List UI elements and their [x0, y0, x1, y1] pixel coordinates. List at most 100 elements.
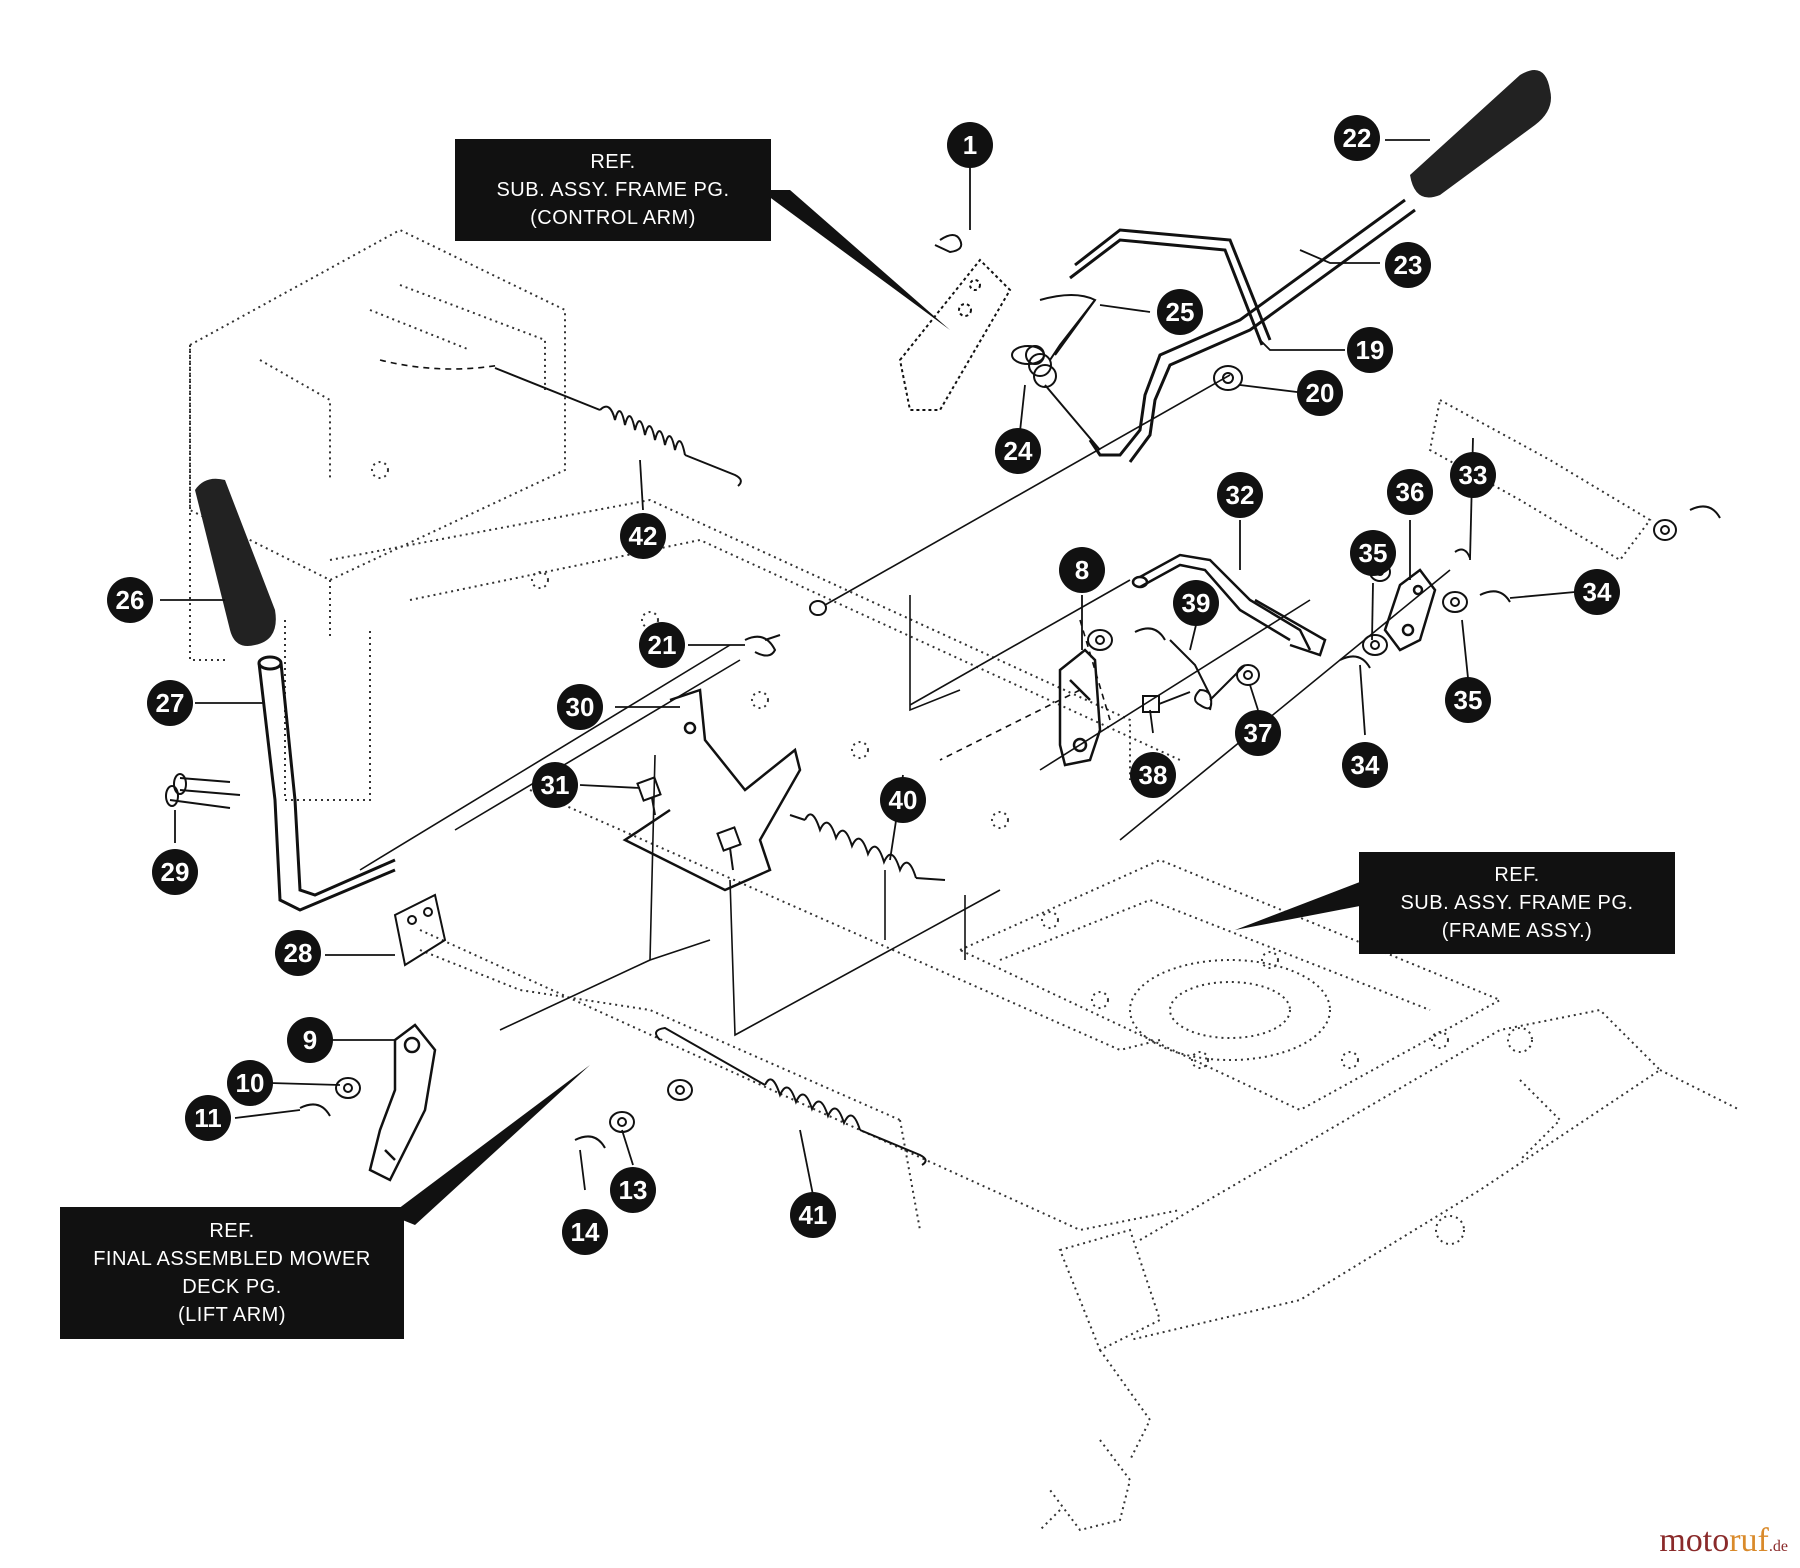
svg-text:10: 10 — [236, 1068, 265, 1098]
svg-text:24: 24 — [1004, 436, 1033, 466]
part-26-grip — [195, 478, 276, 646]
callout-22: 22 — [1334, 115, 1380, 161]
part-23-control-lever — [1069, 198, 1416, 463]
part-28-plate — [393, 893, 447, 967]
svg-text:21: 21 — [648, 630, 677, 660]
leader-lines — [160, 139, 1576, 1196]
ref-box-frame-assy: REF. SUB. ASSY. FRAME PG. (FRAME ASSY.) — [1359, 852, 1675, 954]
callout-10: 10 — [227, 1060, 273, 1106]
callout-37: 37 — [1235, 710, 1281, 756]
callout-39: 39 — [1173, 580, 1219, 626]
part-21-clip — [764, 634, 781, 641]
svg-text:34: 34 — [1583, 577, 1612, 607]
svg-text:22: 22 — [1343, 123, 1372, 153]
watermark-logo: motoruf.de — [1659, 1522, 1788, 1560]
svg-text:41: 41 — [799, 1200, 828, 1230]
part-24-coil — [1011, 345, 1101, 451]
part-clips — [299, 505, 1721, 1149]
svg-text:35: 35 — [1454, 685, 1483, 715]
alignment-lines — [359, 374, 1451, 1037]
svg-text:36: 36 — [1396, 477, 1425, 507]
callout-14: 14 — [562, 1209, 608, 1255]
callout-25: 25 — [1157, 289, 1203, 335]
svg-text:25: 25 — [1166, 297, 1195, 327]
svg-text:19: 19 — [1356, 335, 1385, 365]
part-40-spring — [789, 813, 946, 881]
callout-35-top: 35 — [1350, 530, 1396, 576]
callout-24: 24 — [995, 428, 1041, 474]
watermark-part: moto — [1659, 1522, 1730, 1559]
callout-38: 38 — [1130, 752, 1176, 798]
ref-line: SUB. ASSY. FRAME PG. — [496, 179, 730, 201]
part-42-spring — [494, 367, 742, 487]
callout-13: 13 — [610, 1167, 656, 1213]
callout-32: 32 — [1217, 472, 1263, 518]
ref-line: (LIFT ARM) — [178, 1304, 286, 1326]
part-38-bolt — [1142, 691, 1191, 713]
assembly-lines — [379, 359, 1111, 761]
ref-box-control-arm: REF. SUB. ASSY. FRAME PG. (CONTROL ARM) — [455, 139, 771, 241]
callout-42: 42 — [620, 513, 666, 559]
ref-pointers — [390, 190, 1365, 1225]
part-washers — [335, 519, 1677, 1133]
svg-text:28: 28 — [284, 938, 313, 968]
part-22-grip — [1410, 70, 1551, 198]
callout-34-bottom: 34 — [1342, 742, 1388, 788]
part-27-lever — [257, 655, 396, 912]
part-25-spring — [1039, 294, 1097, 361]
svg-text:30: 30 — [566, 692, 595, 722]
ref-box-lift-arm: REF. FINAL ASSEMBLED MOWER DECK PG. (LIF… — [60, 1207, 404, 1339]
callout-11: 11 — [185, 1095, 231, 1141]
callout-26: 26 — [107, 577, 153, 623]
svg-text:42: 42 — [629, 521, 658, 551]
part-29-bolts — [165, 773, 241, 809]
part-20-washer — [1213, 365, 1243, 391]
part-31-screws — [636, 776, 742, 871]
part-control-arm-bracket — [898, 258, 1012, 411]
callout-20: 20 — [1297, 370, 1343, 416]
callout-40: 40 — [880, 777, 926, 823]
svg-text:37: 37 — [1244, 718, 1273, 748]
svg-text:27: 27 — [156, 688, 185, 718]
svg-text:1: 1 — [963, 130, 977, 160]
svg-text:8: 8 — [1075, 555, 1089, 585]
svg-text:29: 29 — [161, 857, 190, 887]
callout-36: 36 — [1387, 469, 1433, 515]
ref-line: (FRAME ASSY.) — [1441, 920, 1593, 942]
callout-41: 41 — [790, 1192, 836, 1238]
svg-text:34: 34 — [1351, 750, 1380, 780]
part-9-arm — [368, 1023, 437, 1182]
ref-line: REF. — [1494, 864, 1540, 886]
ref-line: REF. — [590, 151, 636, 173]
part-41-spring — [655, 1026, 927, 1166]
svg-text:13: 13 — [619, 1175, 648, 1205]
callout-27: 27 — [147, 680, 193, 726]
ref-line: REF. — [209, 1220, 255, 1242]
ref-line: DECK PG. — [182, 1276, 282, 1298]
callout-30: 30 — [557, 684, 603, 730]
callout-9: 9 — [287, 1017, 333, 1063]
svg-text:20: 20 — [1306, 378, 1335, 408]
ref-line: FINAL ASSEMBLED MOWER — [93, 1248, 371, 1270]
callout-34-right: 34 — [1574, 569, 1620, 615]
part-1-clip — [934, 234, 963, 254]
callout-21: 21 — [639, 622, 685, 668]
svg-text:40: 40 — [889, 785, 918, 815]
callout-8: 8 — [1059, 547, 1105, 593]
part-8-arm — [1058, 648, 1102, 767]
svg-text:35: 35 — [1359, 538, 1388, 568]
svg-text:23: 23 — [1394, 250, 1423, 280]
part-32-shaft — [1131, 553, 1327, 657]
svg-text:9: 9 — [303, 1025, 317, 1055]
svg-text:38: 38 — [1139, 760, 1168, 790]
part-30-bracket — [622, 688, 802, 892]
frame-outline — [189, 228, 1741, 1532]
watermark-part: .de — [1768, 1538, 1788, 1555]
callout-35-bottom: 35 — [1445, 677, 1491, 723]
svg-text:32: 32 — [1226, 480, 1255, 510]
svg-text:11: 11 — [194, 1103, 222, 1133]
svg-text:39: 39 — [1182, 588, 1211, 618]
watermark-part: ruf — [1729, 1522, 1769, 1559]
callout-1: 1 — [947, 122, 993, 168]
